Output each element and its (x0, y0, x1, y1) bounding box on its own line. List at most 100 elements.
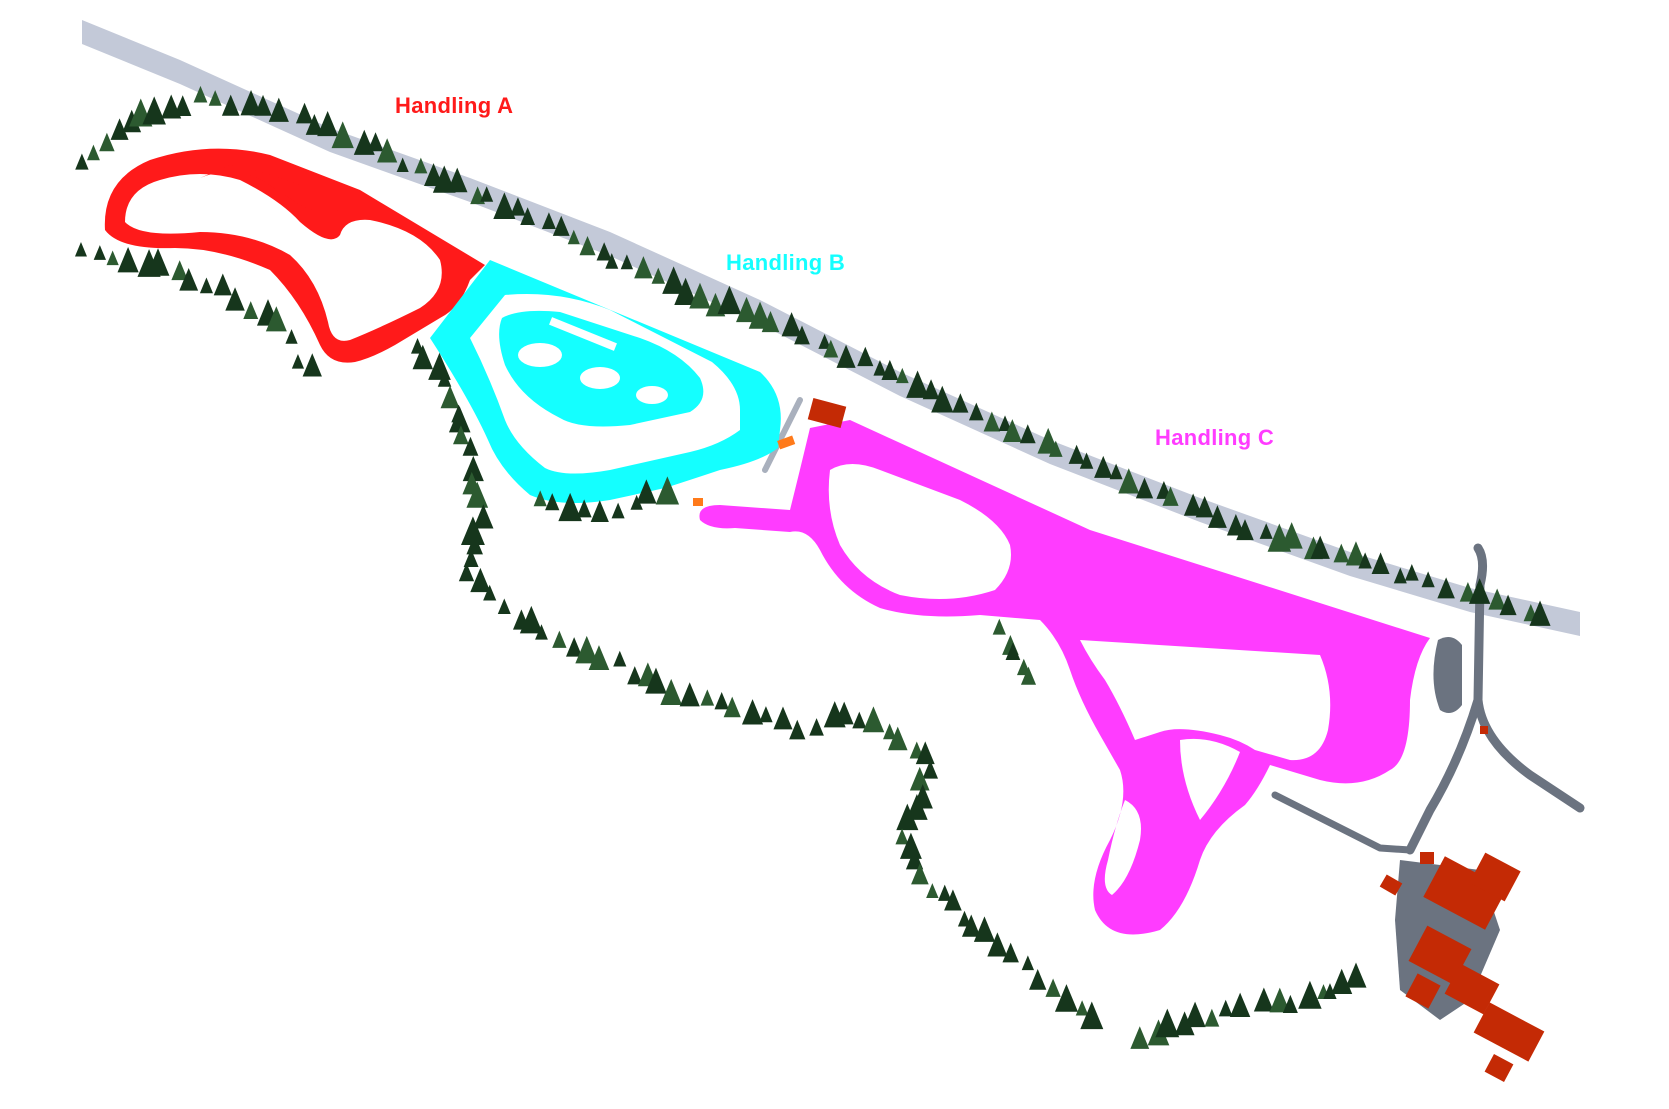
tree-icon (1323, 983, 1337, 1000)
tree-icon (1109, 463, 1123, 480)
tree-icon (773, 706, 793, 730)
tree-icon (1310, 535, 1330, 559)
tree-icon (1404, 564, 1419, 581)
tree-icon (566, 637, 583, 657)
tree-icon (836, 344, 856, 368)
tree-icon (1020, 666, 1037, 685)
tree-icon (412, 344, 434, 370)
service-roads (712, 397, 1585, 855)
tree-icon (931, 385, 954, 413)
tree-icon (700, 689, 715, 706)
track-handling-a (104, 148, 485, 363)
tree-icon (823, 339, 839, 358)
tree-icon (1195, 496, 1214, 518)
tree-icon (458, 562, 475, 582)
trees (74, 85, 1551, 1049)
tree-icon (552, 630, 567, 648)
tree-icon (809, 718, 824, 736)
tree-icon (1393, 567, 1407, 584)
connectors (693, 435, 796, 506)
tree-icon (1259, 523, 1273, 539)
tree-icon (883, 723, 897, 740)
tree-icon (1468, 578, 1491, 604)
tree-icon (1358, 552, 1372, 569)
tree-icon (674, 277, 697, 305)
tree-icon (660, 678, 683, 705)
label-handling-a: Handling A (395, 93, 514, 118)
tree-icon (1162, 486, 1179, 506)
tree-icon (630, 494, 643, 510)
tree-icon (645, 667, 667, 694)
tree-icon (174, 95, 192, 117)
tree-icon (545, 493, 560, 511)
tree-icon (440, 385, 460, 409)
tree-icon (463, 549, 479, 567)
tree-icon (781, 312, 802, 337)
tree-icon (1079, 452, 1094, 469)
tree-icon (1282, 994, 1298, 1013)
tree-icon (852, 711, 867, 729)
tree-icon (1333, 543, 1350, 563)
tree-icon (193, 85, 208, 103)
tree-icon (1269, 987, 1291, 1013)
tree-icon (576, 499, 592, 518)
tree-icon (520, 207, 536, 225)
tree-icon (987, 932, 1008, 957)
tree-icon (789, 719, 806, 740)
tree-icon (862, 706, 885, 733)
tree-icon (1421, 571, 1435, 588)
tree-icon (541, 212, 556, 230)
tree-icon (331, 121, 354, 149)
label-handling-b: Handling B (726, 250, 846, 275)
tree-icon (414, 157, 428, 174)
tree-icon (717, 285, 742, 315)
tree-icon (1253, 987, 1274, 1012)
tree-icon (473, 504, 494, 529)
tree-icon (199, 277, 213, 294)
tree-icon (1094, 455, 1113, 478)
tree-icon (794, 325, 810, 345)
tree-icon (922, 379, 940, 400)
tree-icon (968, 402, 984, 421)
tree-icon (1002, 419, 1022, 442)
tree-icon (265, 306, 287, 332)
tree-icon (225, 287, 245, 311)
tree-icon (1226, 514, 1245, 536)
tree-icon (179, 267, 199, 291)
tree-icon (317, 111, 339, 137)
tree-icon (302, 353, 322, 377)
tree-icon (662, 266, 686, 294)
tree-icon (627, 666, 643, 685)
tree-icon (1184, 1001, 1206, 1028)
tree-icon (1208, 505, 1227, 528)
tree-icon (605, 253, 619, 269)
tree-icon (1204, 1008, 1220, 1027)
tree-icon (938, 884, 952, 901)
tree-icon (268, 97, 289, 122)
tree-icon (634, 256, 653, 279)
tree-icon (466, 481, 489, 508)
tree-icon (110, 118, 129, 140)
tree-icon (748, 301, 772, 329)
tree-icon (579, 235, 596, 256)
tree-icon (944, 889, 962, 911)
tree-icon (1174, 1011, 1195, 1036)
tree-icon (142, 96, 166, 125)
tree-icon (1280, 522, 1303, 549)
tree-icon (679, 682, 700, 707)
tree-icon (1005, 642, 1021, 661)
tree-icon (636, 479, 657, 504)
tree-icon (567, 229, 580, 245)
tree-icon (552, 215, 570, 236)
tree-icon (493, 192, 516, 219)
tree-icon (952, 393, 969, 413)
tree-icon (887, 726, 908, 751)
tree-icon (761, 310, 780, 333)
tree-icon (1045, 978, 1061, 997)
tree-icon (1298, 980, 1322, 1009)
tree-icon (462, 436, 479, 456)
tree-icon (1236, 519, 1254, 541)
tree-icon (462, 455, 484, 482)
tree-icon (254, 94, 272, 116)
tree-icon (895, 367, 909, 384)
